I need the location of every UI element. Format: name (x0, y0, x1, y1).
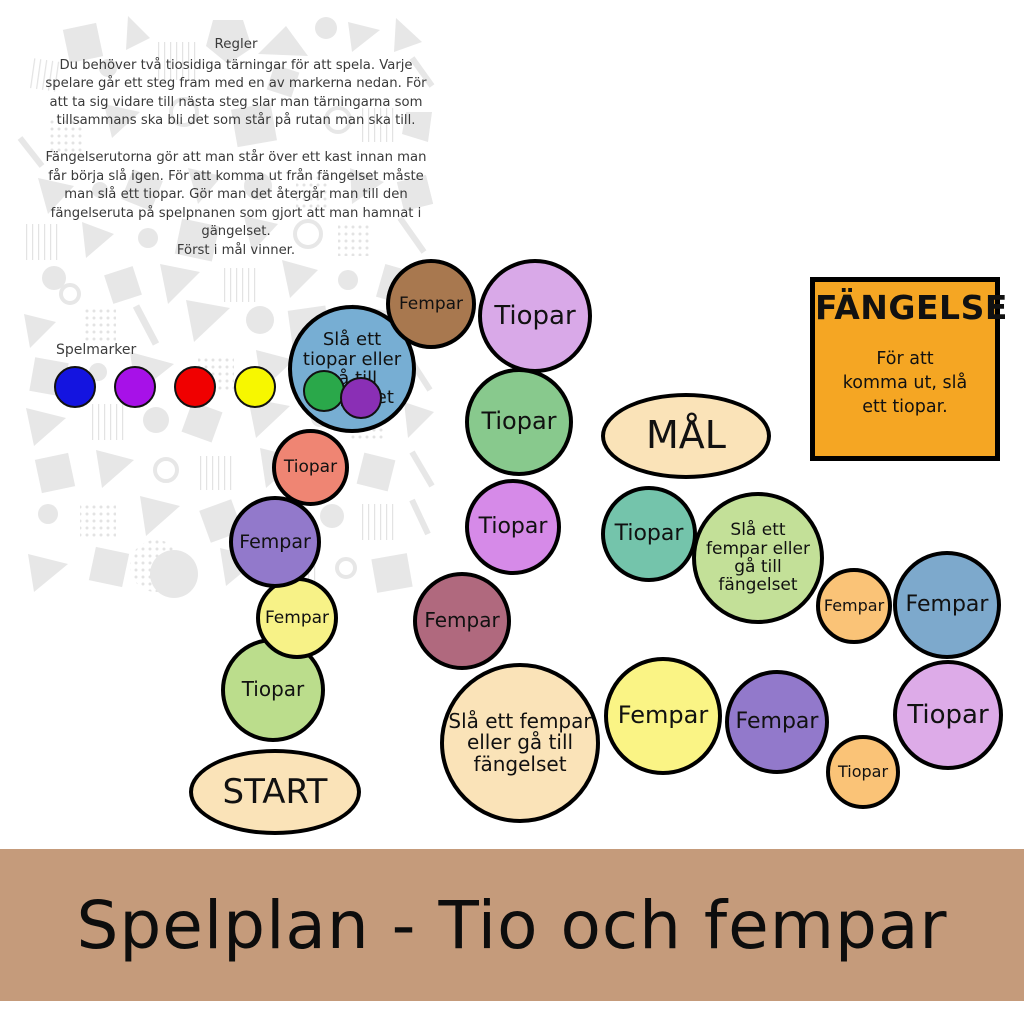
board-space-mal[interactable]: MÅL (601, 393, 771, 479)
player-marker-1[interactable] (54, 366, 96, 408)
player-markers-legend: Spelmarker (54, 342, 284, 410)
board-space-s4[interactable]: Tiopar (272, 429, 349, 506)
board-space-label: Fempar (264, 607, 330, 628)
token-purple[interactable] (340, 377, 382, 419)
player-marker-3[interactable] (174, 366, 216, 408)
board-space-label: Tiopar (241, 677, 305, 702)
board-space-s2[interactable]: Fempar (256, 577, 338, 659)
board-space-label: Tiopar (283, 457, 338, 478)
board-space-label: Fempar (617, 701, 709, 730)
board-space-s10[interactable]: Fempar (413, 572, 511, 670)
board-space-s7[interactable]: Tiopar (478, 259, 592, 373)
jail-title: FÄNGELSE (815, 288, 1008, 327)
board-space-label: START (222, 771, 328, 812)
board-space-s12[interactable]: Fempar (604, 657, 722, 775)
markers-label: Spelmarker (56, 342, 137, 358)
board-space-s18[interactable]: Slå ett fempar eller gå till fängelset (692, 492, 824, 624)
board-space-s11[interactable]: Slå ett fempar eller gå till fängelset (440, 663, 600, 823)
board-space-label: Tiopar (614, 521, 684, 547)
player-marker-4[interactable] (234, 366, 276, 408)
board-space-label: Slå ett fempar eller gå till fängelset (448, 708, 592, 776)
board-space-label: Tiopar (907, 699, 989, 730)
board-space-label: Fempar (239, 530, 311, 553)
board-space-s19[interactable]: Tiopar (601, 486, 697, 582)
board-space-label: Fempar (735, 709, 819, 735)
rules-paragraph-2: Fängelserutorna gör att man står över et… (45, 149, 427, 240)
board-space-s14[interactable]: Tiopar (826, 735, 900, 809)
board-space-label: Tiopar (481, 407, 557, 436)
player-marker-2[interactable] (114, 366, 156, 408)
rules-heading: Regler (214, 37, 258, 52)
board-space-s9[interactable]: Tiopar (465, 479, 561, 575)
board-space-label: Fempar (424, 608, 500, 633)
board-space-label: Fempar (905, 592, 989, 618)
board-space-s13[interactable]: Fempar (725, 670, 829, 774)
rules-paragraph-1: Du behöver två tiosidiga tärningar för a… (45, 57, 427, 129)
board-space-label: Fempar (398, 293, 464, 314)
board-space-s17[interactable]: Fempar (816, 568, 892, 644)
board-space-s8[interactable]: Tiopar (465, 368, 573, 476)
token-green[interactable] (303, 370, 345, 412)
rules-text-block: Regler Du behöver två tiosidiga tärninga… (40, 36, 432, 261)
board-space-label: Tiopar (837, 762, 889, 782)
page-title: Spelplan - Tio och fempar (76, 886, 948, 964)
title-banner: Spelplan - Tio och fempar (0, 849, 1024, 1001)
board-space-label: Tiopar (494, 300, 576, 331)
board-space-s16[interactable]: Fempar (893, 551, 1001, 659)
markers-row (54, 366, 284, 410)
board-space-s3[interactable]: Fempar (229, 496, 321, 588)
board-space-s15[interactable]: Tiopar (893, 660, 1003, 770)
board-space-label: Tiopar (478, 514, 548, 540)
board-space-s6[interactable]: Fempar (386, 259, 476, 349)
rules-paragraph-3: Först i mål vinner. (176, 242, 296, 258)
board-space-label: Fempar (823, 596, 885, 616)
rules-spacer (40, 131, 432, 149)
board-space-start[interactable]: START (189, 749, 361, 835)
board-space-label: Slå ett fempar eller gå till fängelset (706, 520, 810, 596)
board-space-label: MÅL (646, 413, 726, 458)
